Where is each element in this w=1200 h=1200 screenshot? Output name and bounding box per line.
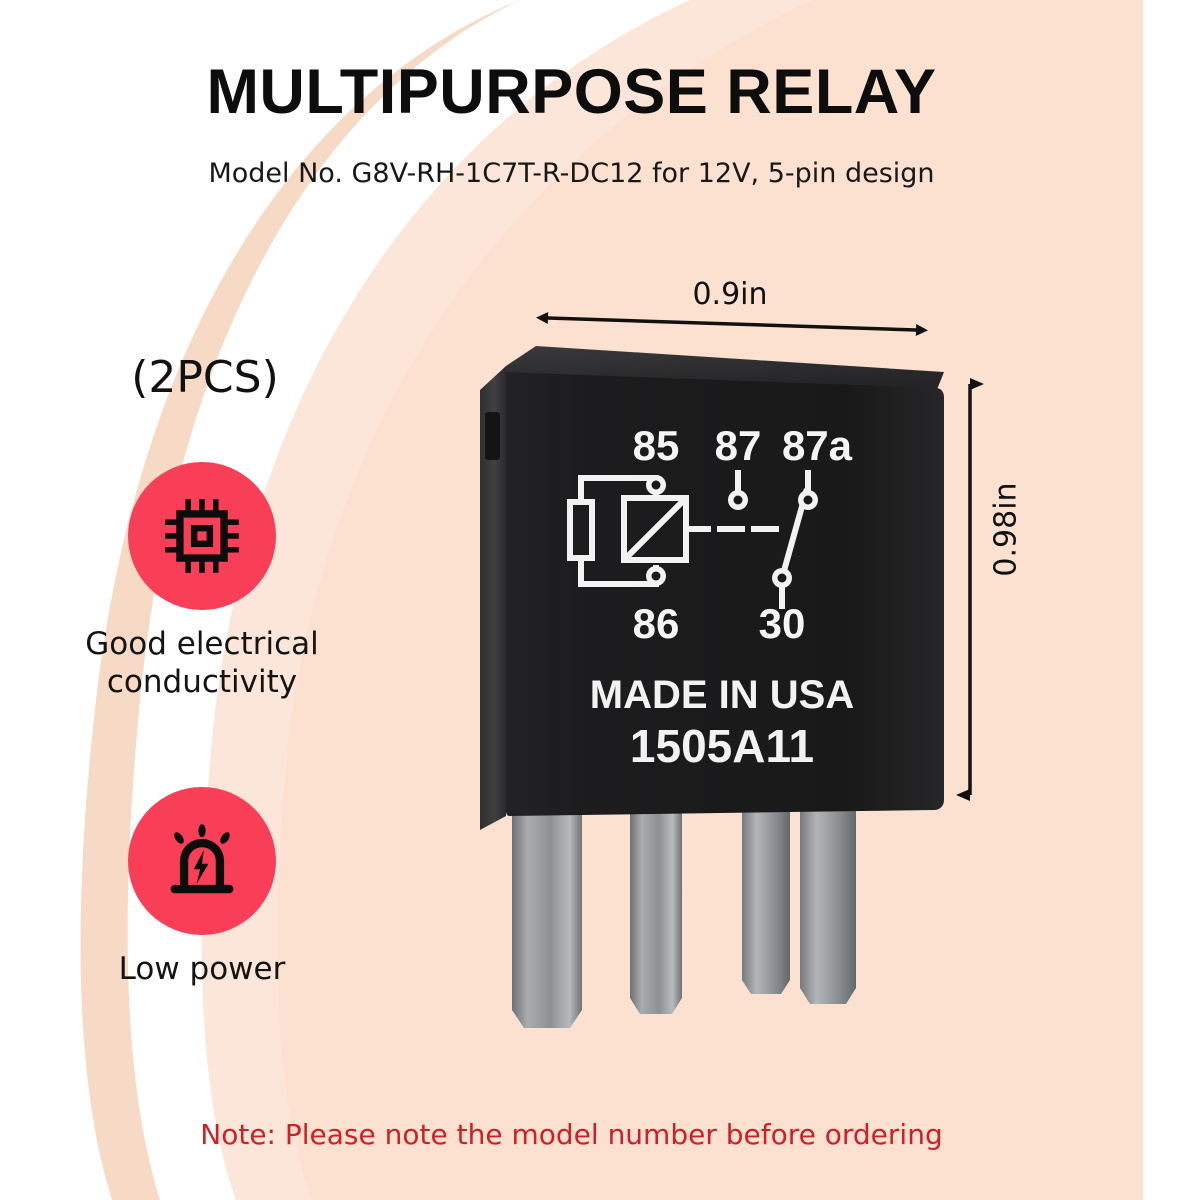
relay-terminals <box>512 808 856 1028</box>
ordering-note: Note: Please note the model number befor… <box>200 1118 943 1151</box>
page-title: MULTIPURPOSE RELAY <box>206 57 937 127</box>
pin-label-87: 87 <box>715 422 762 469</box>
pin-label-30: 30 <box>759 600 806 647</box>
part-number-text: 1505A11 <box>630 720 814 772</box>
feature-label-line-1: Low power <box>118 951 286 987</box>
height-dimension-label: 0.98in <box>988 482 1024 577</box>
relay-schematic-nodes <box>646 475 818 588</box>
quantity-badge: (2PCS) <box>131 352 279 403</box>
relay-body-text: MADE IN USA 1505A11 <box>590 673 854 772</box>
relay-svg: 85 87 87a 86 30 MADE IN USA 1505A11 <box>480 346 944 1028</box>
relay-body-front-face <box>506 372 944 816</box>
feature-label-line-2: conductivity <box>106 663 298 700</box>
microchip-icon <box>165 499 239 573</box>
pin-label-87a: 87a <box>782 422 853 469</box>
feature-item-low-power: Low power <box>52 787 352 989</box>
pin-label-86: 86 <box>633 600 680 647</box>
pin-label-85: 85 <box>633 422 680 469</box>
relay-side-notch <box>485 412 500 460</box>
feature-label-low-power: Low power <box>52 951 352 989</box>
background-white-right-margin <box>1143 0 1200 1200</box>
feature-label-conductivity: Good electrical conductivity <box>52 626 352 702</box>
made-in-usa-text: MADE IN USA <box>590 673 854 717</box>
relay-pin-labels: 85 87 87a 86 30 <box>633 422 853 647</box>
page-subtitle: Model No. G8V-RH-1C7T-R-DC12 for 12V, 5-… <box>208 158 935 189</box>
relay-product-image: 85 87 87a 86 30 MADE IN USA 1505A11 <box>470 330 950 1030</box>
width-dimension-label: 0.9in <box>692 277 768 312</box>
feature-icon-circle <box>128 462 276 610</box>
feature-label-line-1: Good electrical <box>85 626 319 662</box>
relay-body-side-face <box>480 366 506 830</box>
feature-icon-circle <box>128 787 276 935</box>
siren-bolt-icon <box>170 824 234 894</box>
feature-item-conductivity: Good electrical conductivity <box>52 462 352 702</box>
